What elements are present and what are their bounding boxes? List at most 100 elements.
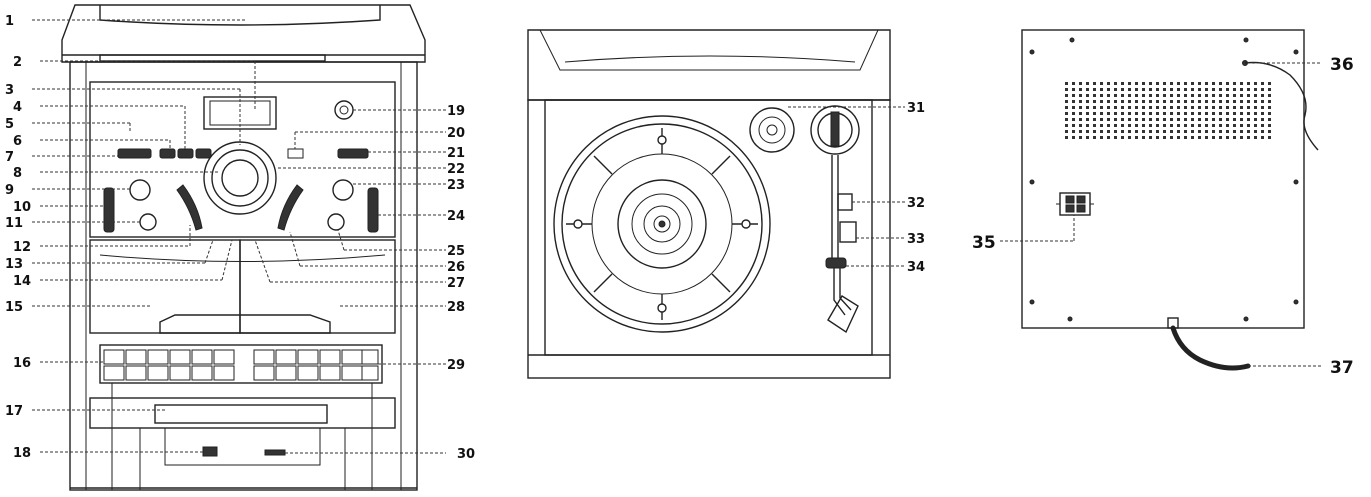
vent-hole	[1184, 112, 1187, 115]
callout-30: 30	[457, 447, 475, 462]
vent-hole	[1065, 112, 1068, 115]
vent-hole	[1156, 106, 1159, 109]
vent-hole	[1268, 118, 1271, 121]
vent-hole	[1093, 88, 1096, 91]
vent-hole	[1107, 94, 1110, 97]
vent-hole	[1156, 112, 1159, 115]
callout-15: 15	[5, 300, 23, 315]
vent-hole	[1163, 124, 1166, 127]
vent-hole	[1093, 118, 1096, 121]
vent-hole	[1261, 112, 1264, 115]
vent-hole	[1261, 88, 1264, 91]
vent-hole	[1072, 136, 1075, 139]
vent-hole	[1072, 88, 1075, 91]
button-6a	[159, 148, 176, 159]
vent-hole	[1142, 94, 1145, 97]
vent-hole	[1219, 118, 1222, 121]
vent-hole	[1079, 106, 1082, 109]
vent-hole	[1191, 106, 1194, 109]
knob-11	[139, 213, 157, 231]
vent-hole	[1135, 82, 1138, 85]
vent-hole	[1135, 118, 1138, 121]
volume-dial-outer	[203, 141, 277, 215]
vent-hole	[1261, 100, 1264, 103]
vent-hole	[1093, 136, 1096, 139]
knob-9	[129, 179, 151, 201]
vent-hole	[1247, 118, 1250, 121]
vent-hole	[1191, 130, 1194, 133]
vent-hole	[1184, 118, 1187, 121]
vent-hole	[1149, 136, 1152, 139]
button-7	[117, 148, 152, 159]
vent-hole	[1198, 88, 1201, 91]
vent-hole	[1170, 106, 1173, 109]
vent-hole	[1114, 100, 1117, 103]
vent-hole	[1240, 94, 1243, 97]
vent-hole	[1184, 88, 1187, 91]
vent-hole	[1107, 106, 1110, 109]
vent-hole	[1072, 94, 1075, 97]
vent-hole	[1170, 130, 1173, 133]
vent-hole	[1268, 136, 1271, 139]
vent-hole	[1191, 112, 1194, 115]
vent-hole	[1107, 124, 1110, 127]
vent-hole	[1128, 82, 1131, 85]
vent-hole	[1135, 88, 1138, 91]
vent-hole	[1100, 124, 1103, 127]
vent-hole	[1093, 130, 1096, 133]
vent-hole	[1198, 124, 1201, 127]
knob-23	[332, 179, 354, 201]
vent-hole	[1247, 112, 1250, 115]
vent-hole	[1184, 106, 1187, 109]
vent-hole	[1254, 88, 1257, 91]
vent-hole	[1226, 88, 1229, 91]
callout-7: 7	[5, 150, 14, 165]
callout-18: 18	[13, 446, 31, 461]
vent-hole	[1240, 118, 1243, 121]
callout-34: 34	[907, 260, 925, 275]
vent-hole	[1205, 88, 1208, 91]
vent-hole	[1121, 136, 1124, 139]
vent-hole	[1079, 130, 1082, 133]
vent-hole	[1212, 112, 1215, 115]
vent-hole	[1219, 112, 1222, 115]
vent-hole	[1198, 100, 1201, 103]
callout-29: 29	[447, 358, 465, 373]
vent-hole	[1100, 106, 1103, 109]
vent-hole	[1212, 106, 1215, 109]
vent-hole	[1240, 124, 1243, 127]
vent-hole	[1079, 94, 1082, 97]
vent-hole	[1254, 130, 1257, 133]
vent-hole	[1205, 82, 1208, 85]
vent-hole	[1212, 82, 1215, 85]
vent-hole	[1135, 94, 1138, 97]
vent-hole	[1100, 82, 1103, 85]
vent-hole	[1261, 124, 1264, 127]
vent-hole	[1268, 112, 1271, 115]
vent-hole	[1156, 136, 1159, 139]
vent-hole	[1107, 82, 1110, 85]
vent-hole	[1100, 112, 1103, 115]
volume-dial	[221, 159, 259, 197]
vent-hole	[1205, 136, 1208, 139]
callout-32: 32	[907, 196, 925, 211]
vent-hole	[1100, 100, 1103, 103]
vent-hole	[1135, 100, 1138, 103]
callout-23: 23	[447, 178, 465, 193]
vent-hole	[1079, 124, 1082, 127]
button-6c	[195, 148, 212, 159]
vent-hole	[1177, 112, 1180, 115]
front-callouts-left: 1 2 3 4 5 6 7 8 9 10 11 12 13 14 15 16 1…	[5, 14, 31, 461]
vent-hole	[1177, 88, 1180, 91]
callout-9: 9	[5, 183, 14, 198]
callout-19: 19	[447, 104, 465, 119]
vent-hole	[1219, 130, 1222, 133]
vent-hole	[1086, 130, 1089, 133]
vent-hole	[1086, 124, 1089, 127]
vent-hole	[1142, 88, 1145, 91]
vent-hole	[1261, 106, 1264, 109]
vent-hole	[1226, 106, 1229, 109]
vent-hole	[1149, 130, 1152, 133]
vent-hole	[1149, 100, 1152, 103]
vent-hole	[1233, 94, 1236, 97]
